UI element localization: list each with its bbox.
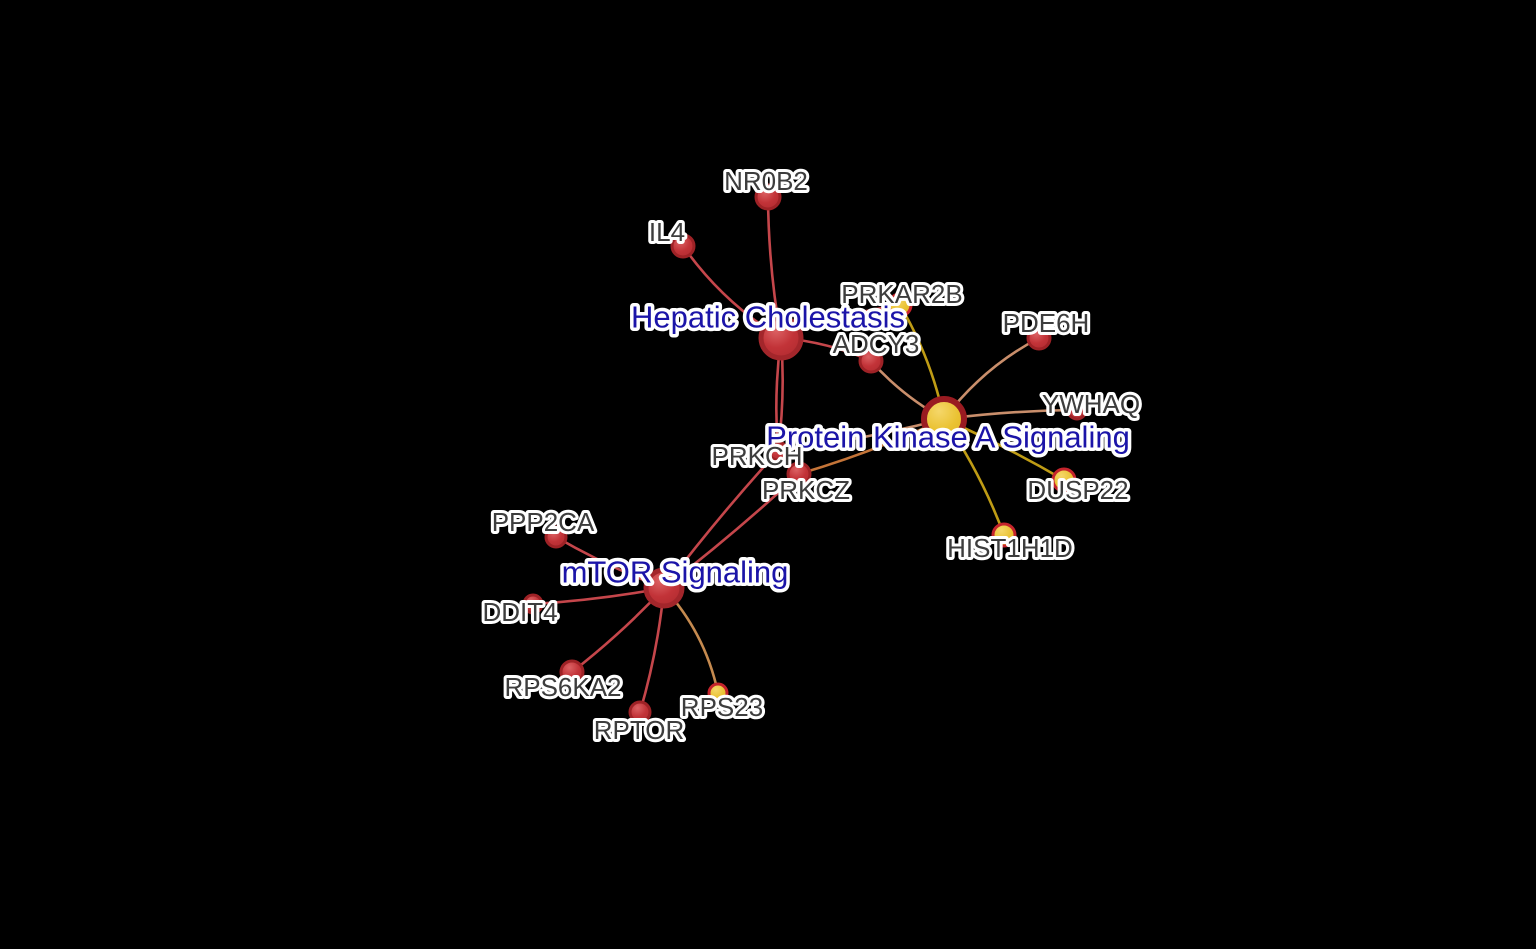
label-ywhaq: YWHAQ xyxy=(1042,389,1140,419)
node-prkcz[interactable] xyxy=(786,461,812,487)
label-prkcz: PRKCZ xyxy=(762,475,850,505)
label-prkar2b: PRKAR2B xyxy=(841,279,962,309)
label-il4: IL4 xyxy=(649,217,685,247)
node-nr0b2[interactable] xyxy=(754,183,782,211)
node-mtor[interactable] xyxy=(643,567,685,609)
label-nr0b2: NR0B2 xyxy=(724,166,808,196)
label-rps23: RPS23 xyxy=(681,692,763,722)
node-dusp22[interactable] xyxy=(1051,467,1077,493)
label-hist1h1d: HIST1H1D xyxy=(947,533,1073,563)
label-hepatic: Hepatic Cholestasis xyxy=(631,300,905,335)
node-pka[interactable] xyxy=(921,396,967,442)
label-mtor: mTOR Signaling xyxy=(562,555,789,590)
node-ppp2ca[interactable] xyxy=(544,525,568,549)
label-ddit4: DDIT4 xyxy=(482,597,557,627)
edge-mtor-prkch xyxy=(662,449,780,590)
label-rps6ka2: RPS6KA2 xyxy=(504,672,621,702)
label-ppp2ca: PPP2CA xyxy=(492,507,595,537)
label-dusp22: DUSP22 xyxy=(1027,475,1128,505)
nodes-layer xyxy=(522,183,1088,724)
node-adcy3[interactable] xyxy=(858,348,884,374)
node-rptor[interactable] xyxy=(628,700,652,724)
label-pde6h: PDE6H xyxy=(1003,308,1090,338)
label-adcy3: ADCY3 xyxy=(833,329,920,359)
label-rptor: RPTOR xyxy=(594,715,685,745)
edge-mtor-prkcz xyxy=(662,472,801,590)
node-hepatic[interactable] xyxy=(758,315,804,361)
node-rps23[interactable] xyxy=(707,682,729,704)
node-prkch[interactable] xyxy=(767,440,789,462)
label-prkch: PRKCH xyxy=(711,441,802,471)
node-ddit4[interactable] xyxy=(522,593,544,615)
node-rps6ka2[interactable] xyxy=(559,659,585,685)
node-ywhaq[interactable] xyxy=(1066,399,1088,421)
label-pka: Protein Kinase A Signaling xyxy=(766,420,1130,455)
node-prkar2b[interactable] xyxy=(887,292,913,318)
node-pde6h[interactable] xyxy=(1026,325,1052,351)
node-hist1h1d[interactable] xyxy=(991,522,1017,548)
node-il4[interactable] xyxy=(670,233,696,259)
edges-layer xyxy=(531,195,1079,714)
